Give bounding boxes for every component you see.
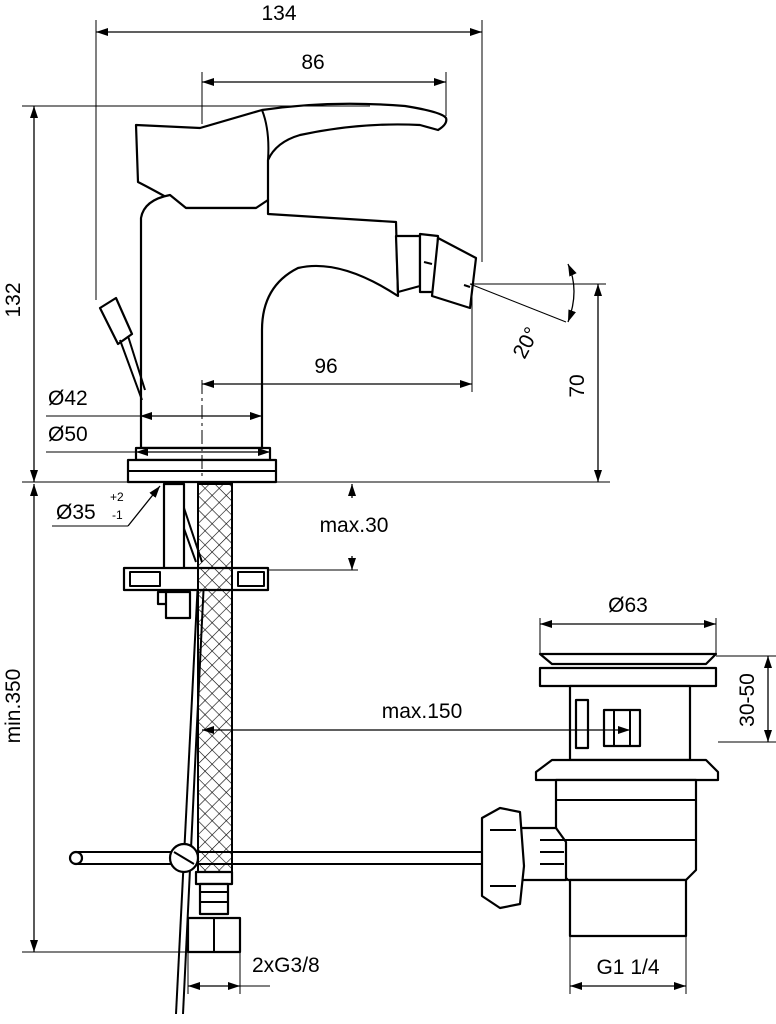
label-hole-tol-minus: -1	[112, 508, 123, 522]
lever-handle	[134, 102, 448, 210]
pull-rod	[68, 842, 490, 874]
label-overall-height: 132	[2, 282, 25, 317]
label-overall-width: 134	[261, 2, 296, 25]
dim-spout-reach: 86	[201, 51, 447, 124]
label-spout-projection: 96	[314, 355, 337, 378]
braided-hose	[186, 483, 242, 954]
dim-waste-height: 30-50	[716, 655, 776, 743]
dim-waste-thread: G1 1/4	[569, 936, 687, 994]
mixer-body	[126, 102, 478, 484]
dim-pull-rod: max.150	[202, 700, 630, 734]
label-min-length: min.350	[2, 669, 25, 744]
label-waste-thread: G1 1/4	[596, 956, 659, 979]
dim-spout-angle: 20°	[469, 263, 606, 363]
waste-assembly	[480, 652, 720, 938]
label-waste-diameter: Ø63	[608, 594, 648, 617]
label-base-diameter-outer: Ø50	[48, 423, 88, 446]
label-spout-reach: 86	[301, 51, 324, 74]
label-hole-tol-plus: +2	[110, 490, 124, 504]
dim-hole-diameter: Ø35 +2 -1	[52, 485, 161, 527]
label-spout-angle: 20°	[509, 324, 544, 363]
label-base-diameter-inner: Ø42	[48, 387, 88, 410]
spout-nozzle	[394, 232, 478, 310]
label-spout-height: 70	[566, 374, 589, 397]
label-hole-diameter: Ø35	[56, 501, 96, 524]
dim-overall-height: 132	[2, 105, 610, 483]
dim-waste-diameter: Ø63	[539, 594, 717, 654]
base-plate	[134, 446, 272, 462]
label-waste-height: 30-50	[736, 673, 759, 727]
dim-spout-projection: 96	[202, 284, 473, 392]
body-column	[139, 193, 400, 450]
dim-overall-width: 134	[95, 2, 483, 300]
dim-deck-thickness: max.30	[268, 484, 389, 571]
dim-min-length: min.350	[2, 484, 188, 953]
fixing-set	[122, 482, 270, 620]
dim-spout-height: 70	[566, 284, 602, 482]
label-pull-rod: max.150	[382, 700, 463, 723]
label-deck-thickness: max.30	[320, 514, 389, 537]
label-hose-thread: 2xG3/8	[252, 954, 320, 977]
dim-hose-thread: 2xG3/8	[187, 952, 320, 994]
dim-base-diameters: Ø42 Ø50	[46, 387, 270, 456]
